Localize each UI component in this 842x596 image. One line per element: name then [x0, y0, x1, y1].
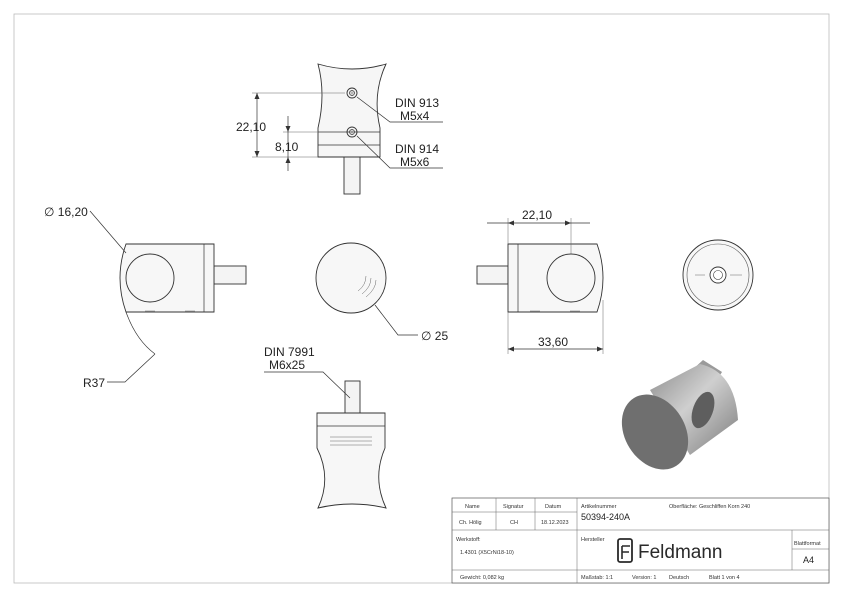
- tb-material: 1.4301 (X5CrNi18-10): [460, 550, 514, 556]
- tb-scale: Maßstab: 1:1: [581, 575, 613, 581]
- dim-hole-offset: 8,10: [275, 140, 299, 154]
- label-din-7991-size: M6x25: [269, 358, 305, 372]
- label-din-914-size: M5x6: [400, 155, 430, 169]
- tb-material-label: Werkstoff:: [456, 537, 481, 543]
- label-din-913: DIN 913: [395, 96, 439, 110]
- front-view: [315, 242, 418, 336]
- title-block: [451, 497, 830, 584]
- tb-name: Ch. Hölig: [459, 520, 482, 526]
- set-screw-hole-lower: [346, 126, 358, 138]
- tb-header-signature: Signatur: [503, 504, 524, 510]
- dim-radius: R37: [83, 376, 105, 390]
- iso-render-bore: [691, 391, 715, 429]
- top-view: [252, 63, 443, 195]
- iso-render: [621, 360, 738, 470]
- bottom-view-screw: [344, 380, 361, 414]
- dim-bore-diameter: ∅ 16,20: [44, 205, 88, 219]
- bottom-view: [264, 371, 387, 509]
- set-screw-hole-top: [346, 87, 358, 99]
- left-side-view: [89, 210, 247, 383]
- tb-manufacturer-label: Hersteller: [581, 537, 605, 543]
- sheet-frame: [13, 13, 830, 584]
- tb-sheet-format: A4: [803, 555, 814, 565]
- tb-signature: CH: [510, 520, 518, 526]
- dim-overall-length: 33,60: [538, 335, 568, 349]
- tb-sheet-format-label: Blattformat: [794, 541, 821, 547]
- tb-article-number: 50394-240A: [581, 512, 630, 522]
- tb-brand: Feldmann: [638, 542, 723, 563]
- end-view: [682, 239, 754, 311]
- iso-render-end-face: [621, 394, 689, 470]
- dim-bore-position: 22,10: [522, 208, 552, 222]
- left-view-bore: [125, 253, 175, 303]
- tb-language: Deutsch: [669, 575, 689, 581]
- tb-article-label: Artikelnummer: [581, 504, 617, 510]
- right-view-body: [507, 243, 604, 313]
- tb-surface: Oberfläche: Geschliffen Korn 240: [669, 504, 750, 510]
- tb-sheet: Blatt 1 von 4: [709, 575, 740, 581]
- top-view-body: [317, 63, 387, 158]
- label-din-7991: DIN 7991: [264, 345, 315, 359]
- label-din-914: DIN 914: [395, 142, 439, 156]
- tb-weight: Gewicht: 0,082 kg: [460, 575, 504, 581]
- label-din-913-size: M5x4: [400, 109, 430, 123]
- left-view-body: [119, 243, 215, 313]
- feldmann-logo-icon: [617, 538, 633, 563]
- tb-header-name: Name: [465, 504, 480, 510]
- tb-header-date: Datum: [545, 504, 562, 510]
- bottom-view-body: [316, 412, 387, 509]
- front-view-body: [315, 242, 387, 314]
- tb-date: 18.12.2023: [541, 520, 569, 526]
- right-side-view: [476, 218, 604, 354]
- tb-version: Version: 1: [632, 575, 656, 581]
- top-view-pin: [343, 156, 361, 195]
- dim-top-height: 22,10: [236, 120, 266, 134]
- dim-body-diameter: ∅ 25: [421, 329, 448, 343]
